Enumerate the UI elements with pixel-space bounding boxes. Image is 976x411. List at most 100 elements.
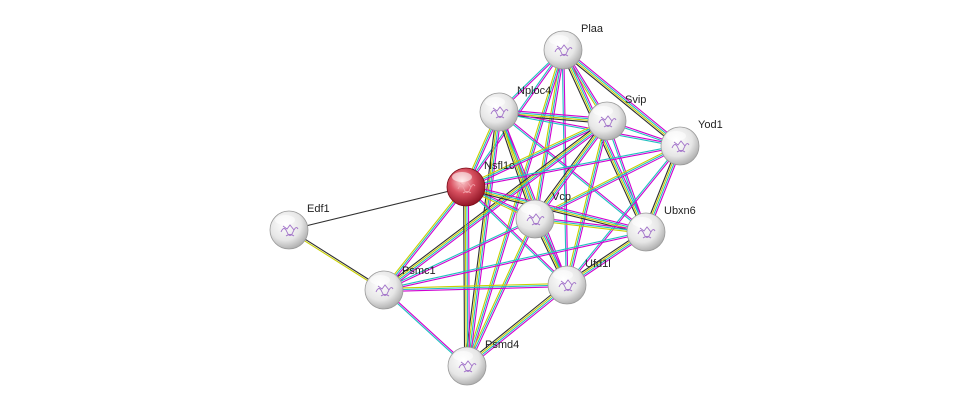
edge-line [464, 111, 498, 367]
edge-ubxn6-psmc1 [383, 230, 647, 292]
edge-nsfl1c-psmd4 [463, 186, 470, 367]
edge-line [384, 187, 468, 292]
edge-svip-ufd1l [564, 120, 610, 286]
edge-line [467, 186, 470, 367]
protein-structure-icon [671, 140, 690, 153]
node-shine [275, 215, 295, 225]
edge-line [465, 111, 499, 367]
edge-line [467, 111, 501, 367]
edge-line [465, 185, 647, 232]
edge-nploc4-psmd4 [464, 111, 502, 367]
edge-line [464, 119, 607, 187]
node-label: Nsfl1c [484, 160, 515, 172]
node-psmc1[interactable]: Psmc1 [364, 265, 436, 310]
edge-line [464, 187, 567, 287]
edge-line [467, 286, 570, 369]
edge-line [383, 217, 536, 290]
edge-line [383, 286, 568, 293]
node-label: Edf1 [307, 203, 330, 215]
node-shine [452, 172, 472, 182]
edge-ufd1l-psmd4 [464, 282, 570, 369]
edge-line [566, 120, 608, 286]
edge-line [533, 144, 680, 219]
edge-line [466, 186, 469, 367]
node-edf1[interactable]: Edf1 [269, 203, 330, 250]
node-ufd1l[interactable]: Ufd1l [547, 258, 611, 305]
node-label: Ubxn6 [664, 205, 696, 217]
edge-line [465, 144, 681, 187]
edge-line [382, 185, 466, 290]
protein-structure-icon [490, 106, 509, 119]
node-label: Vcp [552, 191, 571, 203]
edge-line [383, 219, 536, 292]
edge-line [534, 145, 681, 220]
node-shine [521, 204, 541, 214]
edge-plaa-ubxn6 [560, 48, 649, 234]
node-label: Yod1 [698, 119, 723, 131]
node-vcp[interactable]: Vcp [515, 191, 571, 239]
protein-structure-icon [598, 115, 617, 128]
edge-line [383, 186, 467, 291]
edge-line [564, 120, 606, 286]
protein-structure-icon [458, 360, 477, 373]
edge-line [534, 49, 564, 220]
node-psmd4[interactable]: Psmd4 [447, 339, 519, 386]
edge-line [536, 121, 610, 221]
protein-structure-icon [457, 181, 476, 194]
edge-svip-psmc1 [382, 118, 609, 293]
edge-line [562, 48, 682, 146]
edge-line [563, 47, 683, 145]
protein-structure-icon [375, 284, 394, 297]
edge-line [465, 120, 608, 188]
edge-line [568, 120, 610, 286]
edge-line [465, 187, 647, 234]
edge-line [465, 146, 681, 189]
edge-nsfl1c-psmc1 [382, 185, 468, 292]
node-shine [453, 351, 473, 361]
node-label: Svip [625, 94, 646, 106]
edge-line [384, 122, 609, 293]
edge-svip-nsfl1c [464, 119, 609, 189]
protein-structure-icon [637, 226, 656, 239]
edge-line [464, 186, 467, 367]
edge-line [466, 218, 536, 367]
edge-line [536, 49, 566, 220]
edge-line [567, 145, 682, 287]
node-svip[interactable]: Svip [587, 94, 646, 141]
node-nploc4[interactable]: Nploc4 [479, 85, 551, 132]
node-label: Psmd4 [485, 339, 519, 351]
edge-vcp-psmc1 [383, 217, 536, 292]
node-shine [549, 35, 569, 45]
edge-line [382, 118, 607, 289]
edge-line [464, 217, 535, 366]
node-plaa[interactable]: Plaa [543, 23, 604, 70]
edge-line [466, 285, 569, 368]
protein-structure-icon [554, 44, 573, 57]
edge-nsfl1c-ufd1l [464, 185, 569, 287]
node-shine [370, 275, 390, 285]
node-label: Psmc1 [402, 265, 436, 277]
edge-line [468, 111, 502, 367]
node-nsfl1c[interactable]: Nsfl1c [446, 160, 515, 207]
node-yod1[interactable]: Yod1 [660, 119, 723, 166]
node-ubxn6[interactable]: Ubxn6 [626, 205, 696, 252]
edge-line [563, 49, 648, 233]
edge-line [463, 186, 466, 367]
edge-line [466, 121, 609, 189]
protein-structure-icon [526, 213, 545, 226]
edge-vcp-psmd4 [464, 217, 538, 368]
node-shine [666, 131, 686, 141]
node-label: Plaa [581, 23, 604, 35]
edges-layer [288, 47, 683, 369]
edge-line [607, 120, 648, 233]
edge-line [465, 283, 568, 366]
edge-line [499, 110, 570, 285]
edge-line [561, 50, 681, 148]
node-shine [593, 106, 613, 116]
edge-line [535, 120, 609, 221]
edge-ufd1l-psmc1 [383, 282, 568, 293]
edge-line [560, 51, 680, 149]
edge-line [466, 184, 648, 231]
node-shine [632, 217, 652, 227]
